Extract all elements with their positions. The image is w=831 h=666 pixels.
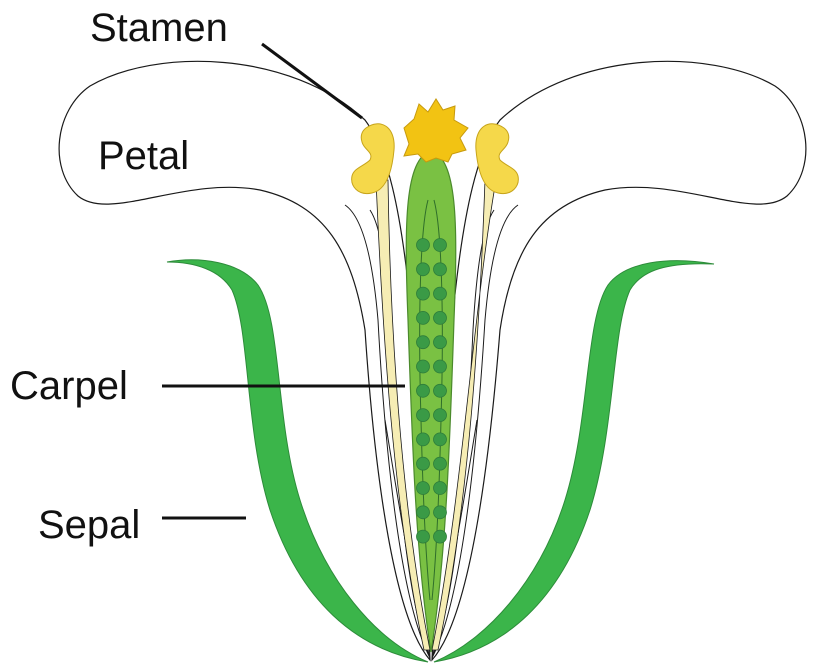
ovule bbox=[434, 360, 447, 373]
stamen-label: Stamen bbox=[90, 8, 228, 48]
ovule bbox=[434, 433, 447, 446]
ovule bbox=[417, 506, 430, 519]
ovule bbox=[417, 263, 430, 276]
carpel-label: Carpel bbox=[10, 366, 128, 406]
ovule bbox=[434, 287, 447, 300]
ovule bbox=[417, 384, 430, 397]
ovule bbox=[434, 336, 447, 349]
ovule bbox=[417, 530, 430, 543]
ovule bbox=[417, 457, 430, 470]
ovule bbox=[434, 482, 447, 495]
ovule bbox=[417, 311, 430, 324]
ovule bbox=[417, 287, 430, 300]
ovule bbox=[434, 263, 447, 276]
ovule bbox=[417, 433, 430, 446]
ovule bbox=[434, 506, 447, 519]
ovule bbox=[434, 530, 447, 543]
ovule bbox=[434, 384, 447, 397]
petal-label: Petal bbox=[98, 136, 189, 176]
ovule bbox=[434, 409, 447, 422]
ovule bbox=[417, 482, 430, 495]
ovule bbox=[417, 409, 430, 422]
ovule bbox=[417, 336, 430, 349]
ovule bbox=[434, 457, 447, 470]
ovule bbox=[434, 239, 447, 252]
ovule bbox=[434, 311, 447, 324]
ovule bbox=[417, 239, 430, 252]
ovule bbox=[417, 360, 430, 373]
stigma bbox=[404, 99, 468, 162]
sepal-label: Sepal bbox=[38, 505, 140, 545]
